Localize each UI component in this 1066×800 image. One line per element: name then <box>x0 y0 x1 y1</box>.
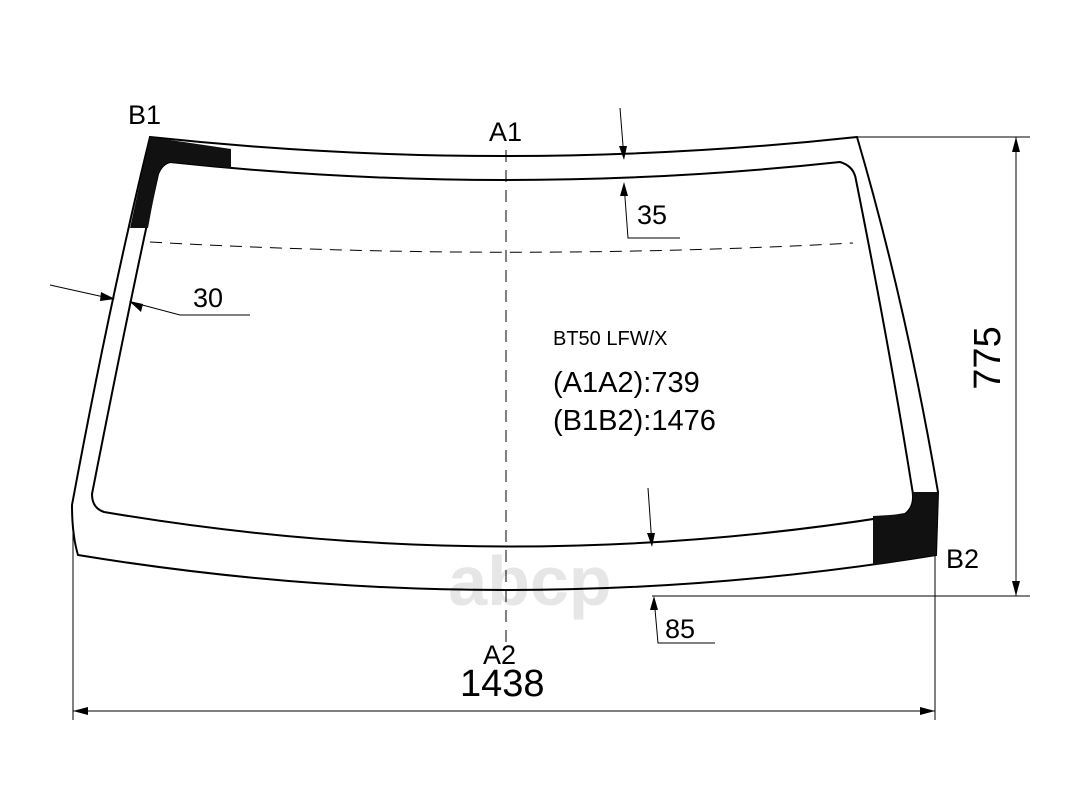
bottom-band-arrow-upper <box>647 533 655 547</box>
width-arrow-left <box>73 707 88 715</box>
side-band-arrow-outer <box>100 292 115 301</box>
bottom-band-arrow-lower <box>650 596 658 610</box>
spec-a1a2: (A1A2):739 <box>553 367 700 399</box>
dashed-line-horizontal <box>149 241 854 253</box>
spec-model: BT50 LFW/X <box>553 328 667 350</box>
height-arrow-bottom <box>1012 581 1020 596</box>
dim-width: 1438 <box>460 663 545 705</box>
glass-outer-outline <box>70 135 940 591</box>
dim-top-band: 35 <box>637 200 667 230</box>
spec-b1b2: (B1B2):1476 <box>553 405 716 437</box>
height-arrow-top <box>1012 137 1020 152</box>
top-band-arrow-upper <box>619 146 627 160</box>
top-band-leader-lower <box>623 183 680 239</box>
corner-fill-top-left <box>130 137 231 228</box>
label-a1: A1 <box>489 117 522 147</box>
side-band-arrow-inner <box>129 301 143 312</box>
side-band-leader-inner <box>130 301 250 316</box>
bottom-band-leader-lower <box>653 597 715 644</box>
corner-fill-bottom-right <box>873 492 938 565</box>
glass-inner-outline <box>90 160 915 548</box>
top-band-arrow-lower <box>620 182 628 196</box>
dim-bottom-band: 85 <box>665 614 695 644</box>
width-arrow-right <box>920 707 935 715</box>
dim-height: 775 <box>967 326 1009 389</box>
label-b1: B1 <box>128 100 161 130</box>
label-b2: B2 <box>946 544 979 574</box>
label-a2: A2 <box>483 640 516 670</box>
watermark-text: abcp <box>448 542 611 620</box>
dim-side-band: 30 <box>193 283 223 313</box>
